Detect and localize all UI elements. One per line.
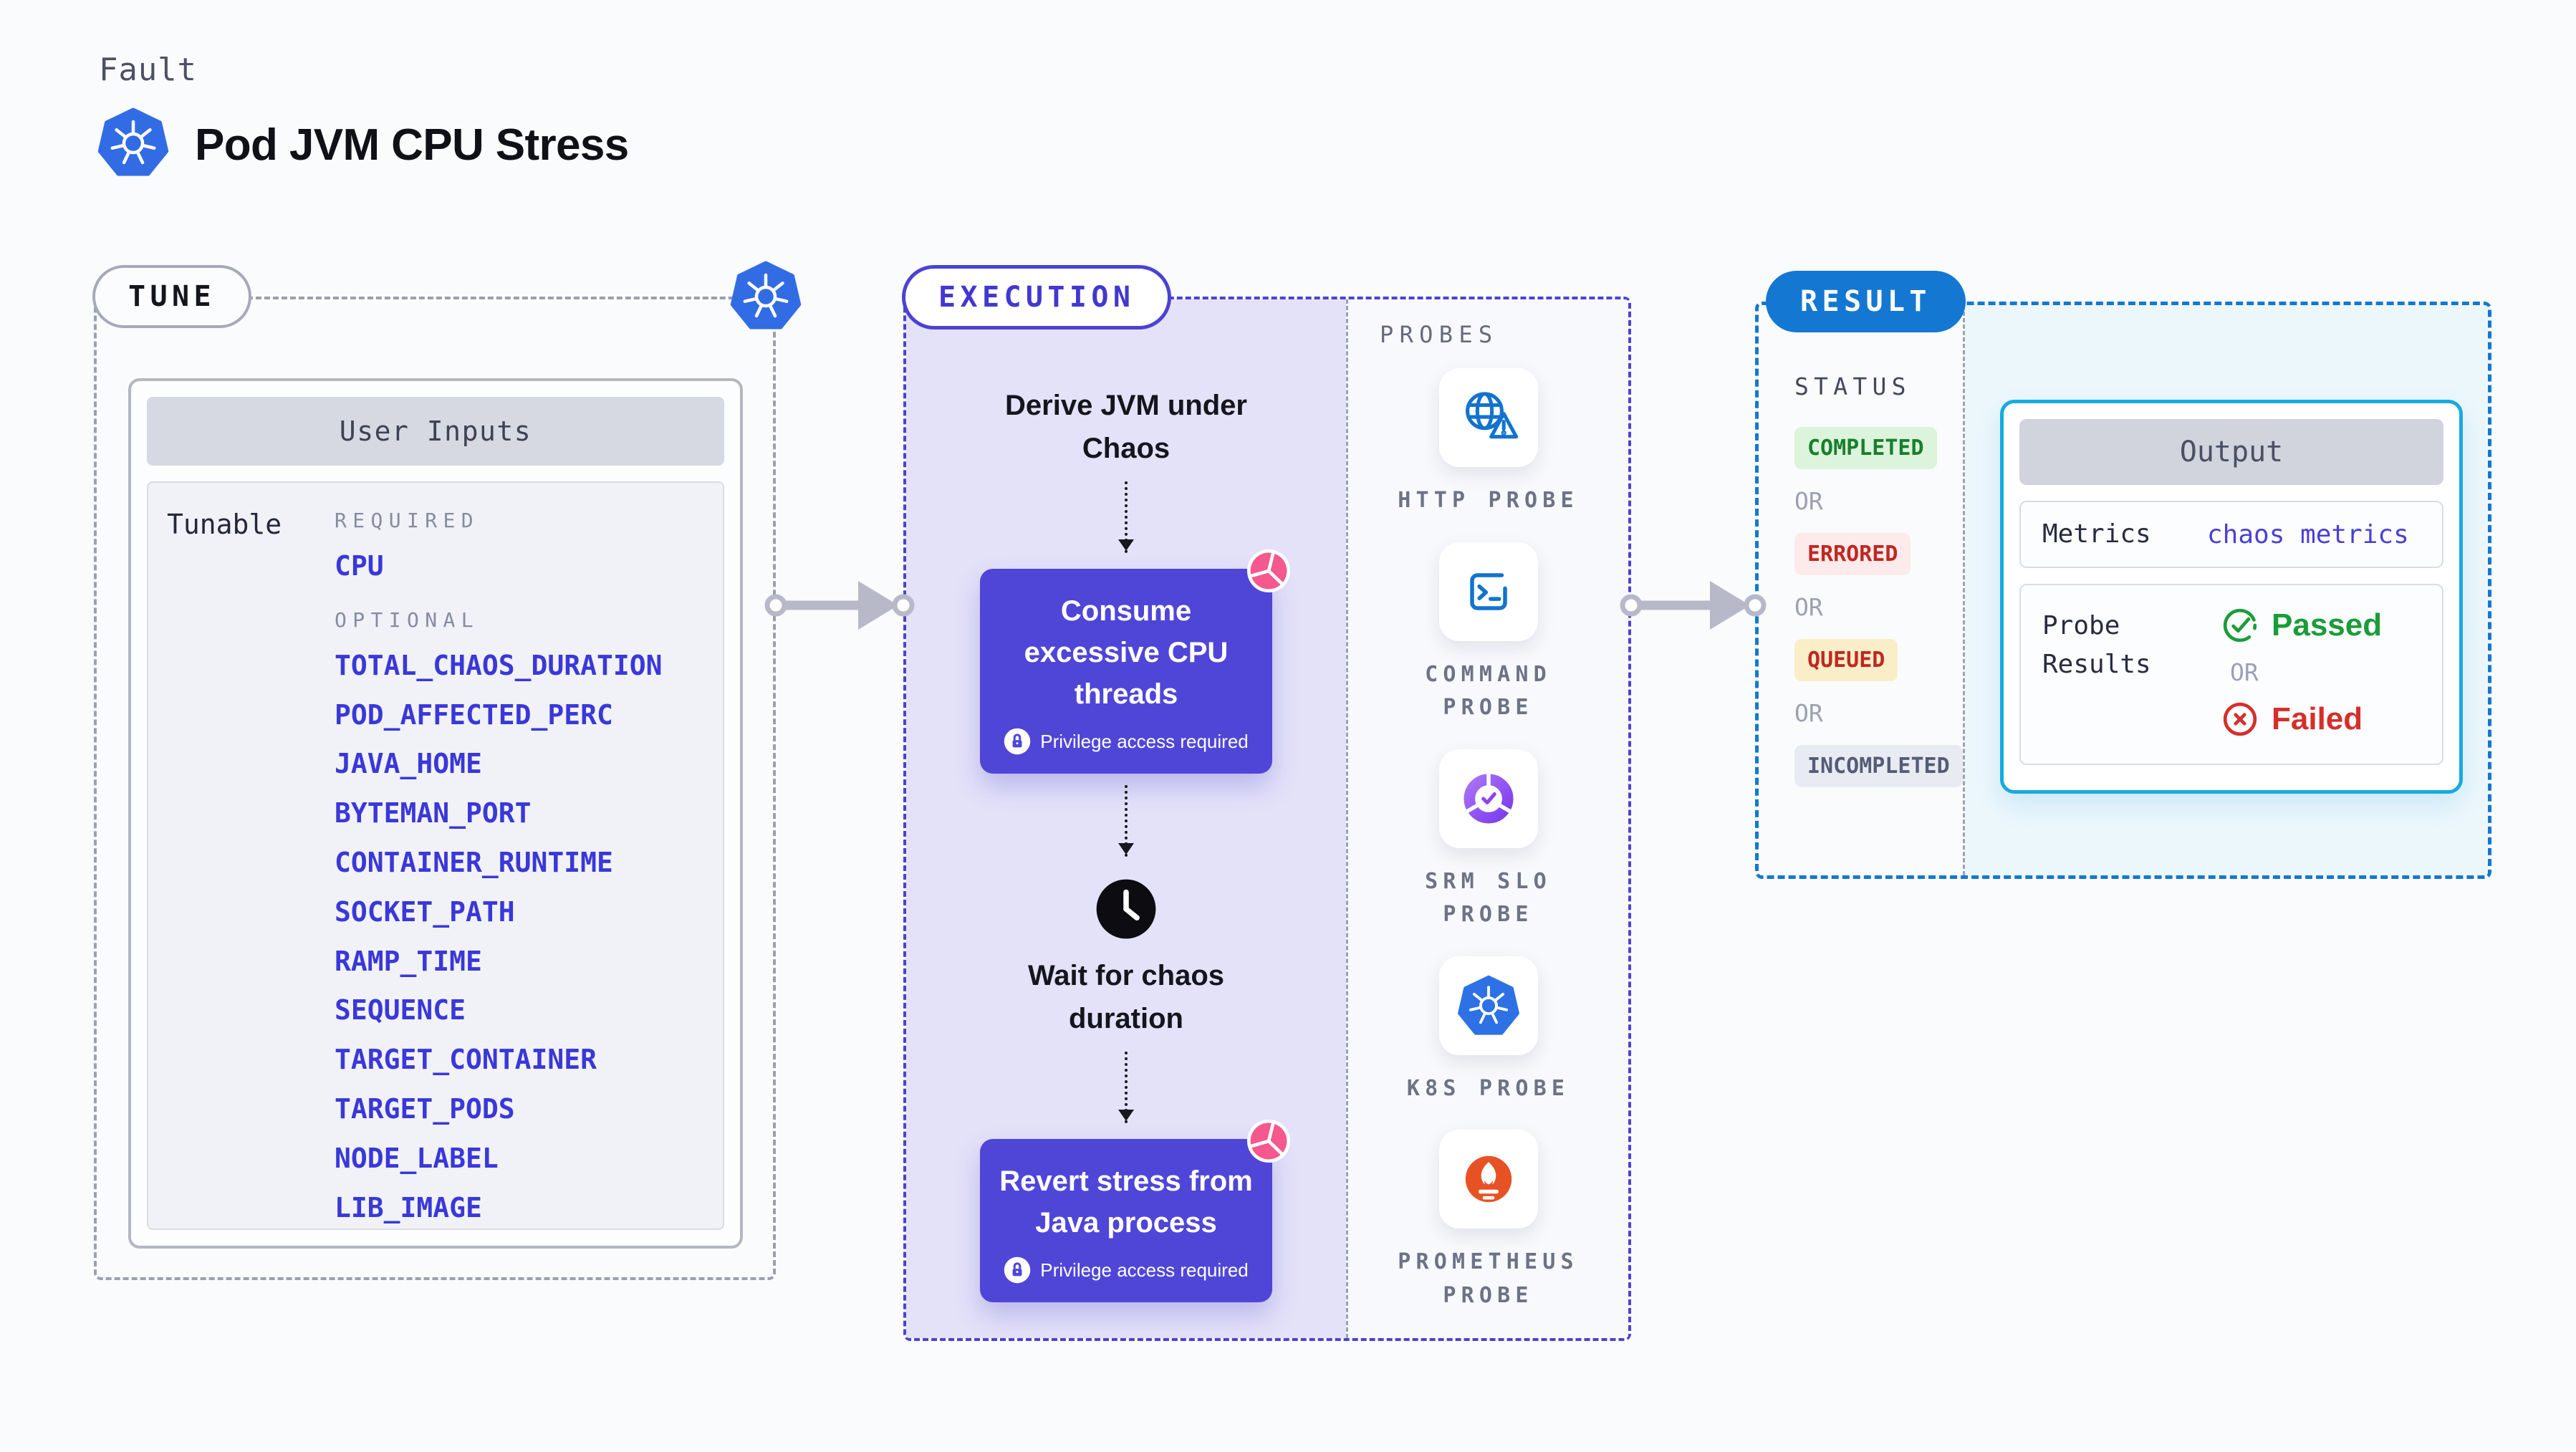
kubernetes-icon: [730, 261, 802, 335]
execution-to-result-arrow-icon: [1620, 581, 1767, 630]
tune-to-execution-arrow-icon: [764, 581, 915, 630]
probe-name: HTTP PROBE: [1398, 488, 1579, 513]
passed-label: Passed: [2272, 607, 2383, 643]
probes-panel: PROBES HTTP PROBE COMMAND PROBE SRM SLO …: [1346, 299, 1628, 1338]
tunable-item-sequence[interactable]: SEQUENCE: [335, 994, 466, 1027]
http-probe-icon: [1438, 368, 1538, 467]
probe-item-http: HTTP PROBE: [1388, 368, 1589, 518]
flow-step-derive: Derive JVM under Chaos: [1005, 390, 1247, 464]
pinwheel-icon: [1240, 1112, 1297, 1170]
probe-item-srm-slo: SRM SLO PROBE: [1388, 749, 1589, 932]
status-label: STATUS: [1794, 372, 1911, 400]
user-inputs-body: Tunable REQUIRED CPU OPTIONAL TOTAL_CHAO…: [147, 481, 724, 1230]
flow-step-consume: Consume excessive CPU threads Privilege …: [980, 549, 1291, 774]
tune-badge: TUNE: [92, 265, 251, 328]
srm-slo-probe-icon: [1438, 749, 1538, 848]
tunable-item-byteman-port[interactable]: BYTEMAN_PORT: [335, 797, 532, 830]
flow-down-arrow-icon: [1118, 1052, 1134, 1123]
probe-name: K8S PROBE: [1406, 1075, 1570, 1101]
chaos-metrics-link[interactable]: chaos metrics: [2207, 519, 2409, 549]
tunable-item-total-chaos-duration[interactable]: TOTAL_CHAOS_DURATION: [335, 649, 663, 681]
clock-icon: [1092, 875, 1160, 943]
tune-section: TUNE User Inputs Tunable REQUIRED CPU OP…: [92, 261, 802, 1280]
required-label: REQUIRED: [335, 509, 480, 532]
probe-name: SRM SLO PROBE: [1425, 868, 1552, 928]
probe-name: COMMAND PROBE: [1425, 661, 1552, 721]
probe-item-prometheus: PROMETHEUS PROBE: [1388, 1130, 1589, 1312]
k8s-probe-icon: [1438, 956, 1538, 1055]
user-inputs-card: User Inputs Tunable REQUIRED CPU OPTIONA…: [128, 378, 743, 1249]
tunable-item-java-home[interactable]: JAVA_HOME: [335, 748, 482, 780]
privilege-row: Privilege access required: [999, 728, 1254, 755]
optional-label: OPTIONAL: [335, 607, 480, 632]
command-probe-icon: [1438, 542, 1538, 641]
flow-down-arrow-icon: [1118, 785, 1134, 857]
tunable-item-lib-image[interactable]: LIB_IMAGE: [335, 1191, 482, 1223]
or-label: OR: [1794, 487, 1823, 515]
tunable-item-cpu[interactable]: CPU: [335, 550, 384, 582]
metrics-row: Metrics chaos metrics: [2019, 501, 2443, 568]
execution-section: EXECUTION Derive JVM under Chaos Consume…: [902, 265, 1631, 1341]
prometheus-probe-icon: [1438, 1130, 1538, 1229]
lock-icon: [1004, 1256, 1031, 1284]
tunable-item-container-runtime[interactable]: CONTAINER_RUNTIME: [335, 846, 613, 878]
probe-item-command: COMMAND PROBE: [1388, 542, 1589, 725]
action-title: Consume excessive CPU threads: [1024, 595, 1229, 710]
probe-item-k8s: K8S PROBE: [1388, 956, 1589, 1106]
tunable-item-ramp-time[interactable]: RAMP_TIME: [335, 945, 482, 977]
x-circle-icon: [2223, 702, 2257, 736]
status-badge-incompleted: INCOMPLETED: [1794, 745, 1963, 787]
status-badge-completed: COMPLETED: [1794, 427, 1937, 469]
or-label: OR: [1794, 699, 1823, 727]
flow-down-arrow-icon: [1118, 481, 1134, 553]
tunable-item-target-pods[interactable]: TARGET_PODS: [335, 1092, 515, 1125]
tunable-item-pod-affected-perc[interactable]: POD_AFFECTED_PERC: [335, 698, 613, 731]
result-badge: RESULT: [1766, 271, 1966, 332]
passed-line: Passed: [2221, 607, 2382, 644]
fault-kicker: Fault: [99, 52, 197, 88]
or-label: OR: [2230, 658, 2259, 686]
action-title: Revert stress from Java process: [999, 1165, 1253, 1239]
execution-badge: EXECUTION: [902, 265, 1172, 330]
status-badge-errored: ERRORED: [1794, 533, 1911, 575]
lock-icon: [1004, 728, 1031, 755]
kubernetes-icon: [97, 107, 169, 182]
failed-line: Failed: [2221, 701, 2382, 738]
privilege-row: Privilege access required: [999, 1256, 1254, 1284]
flow-step-revert: Revert stress from Java process Privileg…: [980, 1119, 1291, 1302]
status-column: STATUS COMPLETED OR ERRORED OR QUEUED OR…: [1759, 305, 1965, 875]
metrics-label: Metrics: [2042, 519, 2151, 549]
output-header: Output: [2019, 419, 2443, 485]
probe-results-values: Passed OR Failed: [2221, 607, 2382, 738]
failed-label: Failed: [2272, 701, 2363, 736]
output-card: Output Metrics chaos metrics Probe Resul…: [2000, 400, 2463, 794]
or-label: OR: [1794, 593, 1823, 621]
privilege-note: Privilege access required: [1040, 730, 1249, 752]
result-section: RESULT STATUS COMPLETED OR ERRORED OR QU…: [1755, 271, 2491, 879]
tunable-list: REQUIRED CPU OPTIONAL TOTAL_CHAOS_DURATI…: [335, 509, 663, 1229]
probe-results-label: Probe Results: [2042, 611, 2151, 679]
check-circle-icon: [2223, 608, 2257, 643]
probes-label: PROBES: [1380, 321, 1499, 348]
probe-results-row: Probe Results Passed OR Failed: [2019, 584, 2443, 765]
output-area: Output Metrics chaos metrics Probe Resul…: [1965, 305, 2488, 875]
user-inputs-header: User Inputs: [147, 397, 724, 466]
tunable-item-socket-path[interactable]: SOCKET_PATH: [335, 895, 515, 928]
tunable-item-target-container[interactable]: TARGET_CONTAINER: [335, 1044, 597, 1076]
tunable-label: Tunable: [167, 509, 282, 540]
probe-name: PROMETHEUS PROBE: [1398, 1249, 1579, 1308]
page-title: Pod JVM CPU Stress: [195, 120, 629, 170]
flow-step-wait: Wait for chaos duration: [1027, 960, 1225, 1034]
status-badge-queued: QUEUED: [1794, 639, 1898, 681]
page-header: Pod JVM CPU Stress: [97, 107, 629, 182]
tunable-item-node-label[interactable]: NODE_LABEL: [335, 1142, 499, 1174]
pinwheel-icon: [1240, 542, 1297, 600]
execution-flow: Derive JVM under Chaos Consume excessive…: [906, 299, 1346, 1338]
privilege-note: Privilege access required: [1040, 1259, 1249, 1281]
